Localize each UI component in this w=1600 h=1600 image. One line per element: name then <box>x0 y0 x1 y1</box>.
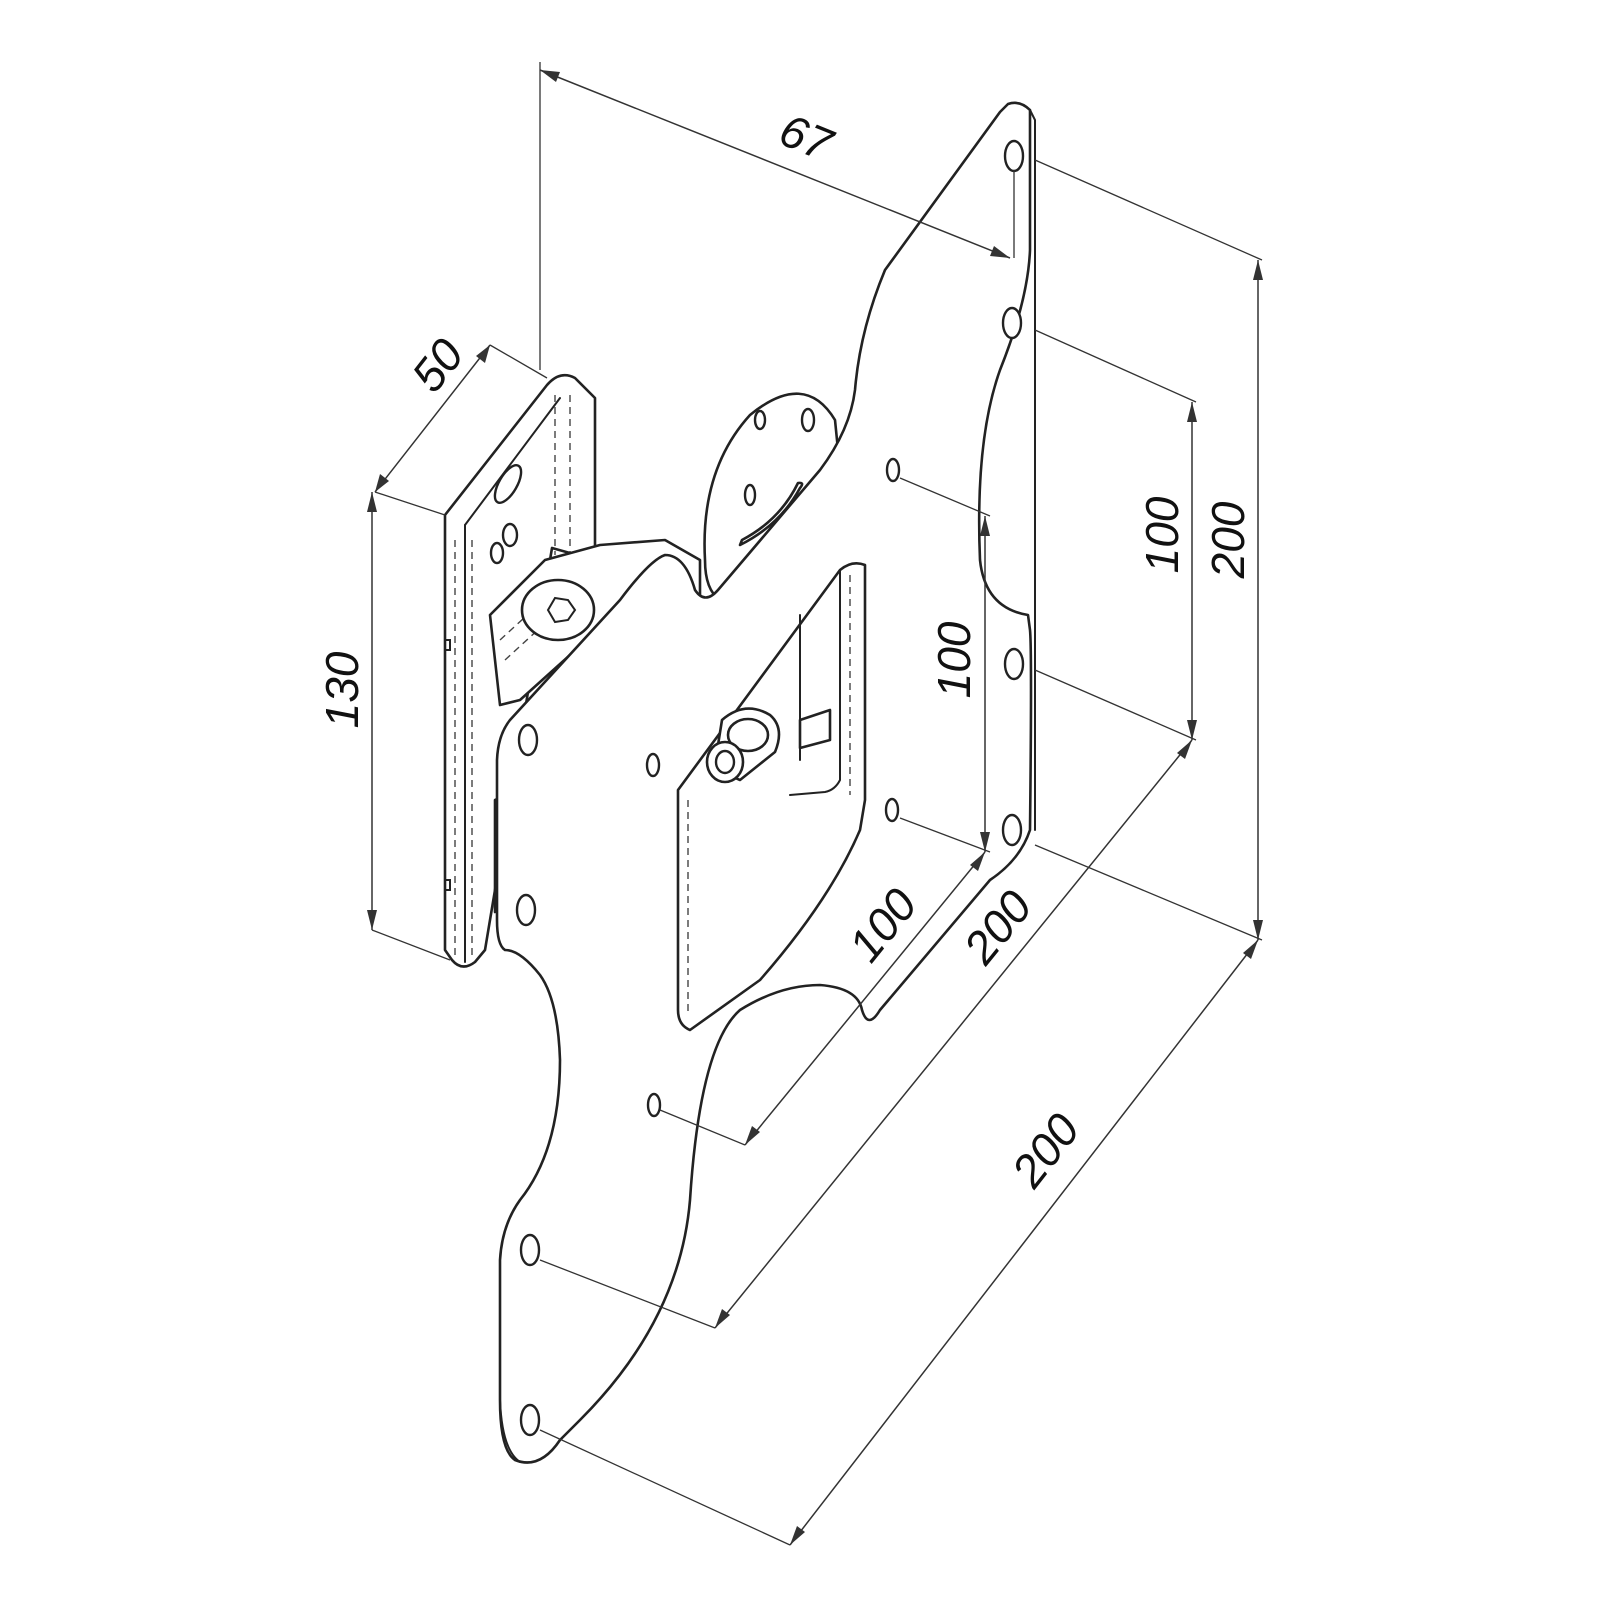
dim-label-outer-diagonal-200: 200 <box>1001 1104 1090 1198</box>
knob-bore <box>714 749 736 775</box>
vesa-hole <box>1003 647 1025 681</box>
vesa-hole-small <box>885 457 901 483</box>
dim-label-right-200: 200 <box>1202 501 1254 579</box>
vesa-hole <box>1001 306 1023 340</box>
vesa-hole-small <box>645 752 661 778</box>
vesa-hole-small <box>884 797 900 823</box>
vesa-hole <box>517 723 539 757</box>
tilt-knob <box>705 707 781 784</box>
disc-hole <box>743 483 757 507</box>
disc-hole <box>800 407 816 433</box>
swivel-disc <box>703 392 842 602</box>
tilt-bracket <box>676 562 867 1032</box>
extension-lines <box>371 62 1263 1546</box>
disc-hole <box>753 409 767 431</box>
vesa-hole <box>519 1403 541 1437</box>
dim-label-right-100: 100 <box>1136 496 1188 573</box>
dim-label-50: 50 <box>401 329 474 402</box>
dim-label-130: 130 <box>316 651 368 728</box>
vesa-holes <box>515 139 1025 1437</box>
vesa-hole <box>519 1233 541 1267</box>
dim-label-inner-100-vertical: 100 <box>928 621 980 698</box>
wall-plate-hole <box>489 541 505 565</box>
dimension-lines <box>367 69 1263 1546</box>
vesa-hole-small <box>646 1092 662 1118</box>
wall-plate-slot <box>493 464 523 504</box>
hex-socket-icon <box>546 596 577 624</box>
vesa-hole <box>515 893 537 927</box>
dim-label-67: 67 <box>773 103 841 171</box>
hex-bolt-head <box>520 578 596 642</box>
wall-plate-hole <box>501 522 519 548</box>
vesa-hole <box>1001 813 1023 847</box>
disc-slot <box>738 481 804 547</box>
vesa-hole <box>1003 139 1025 173</box>
